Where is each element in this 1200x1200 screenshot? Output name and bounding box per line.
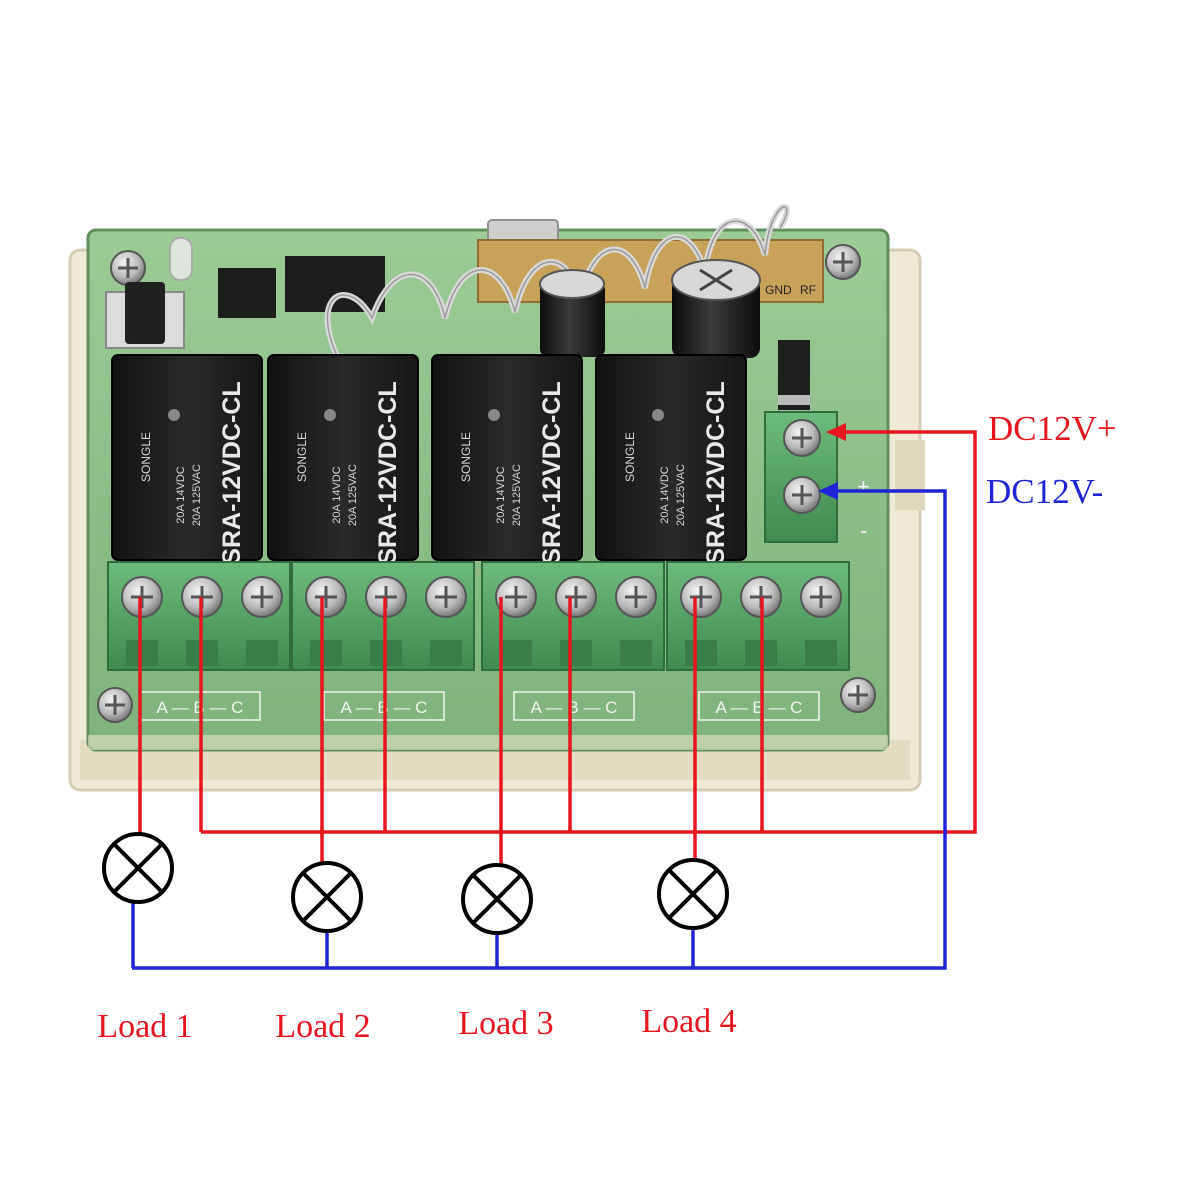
rf-rf-label: RF (800, 283, 816, 297)
terminal-abc-label: A — B — C (716, 698, 803, 717)
lamp-1 (102, 832, 174, 904)
negative-arrow-head (818, 482, 838, 500)
lamp-4 (657, 858, 729, 930)
capacitor-right (671, 259, 761, 358)
terminal-screw (121, 576, 163, 666)
relay-rating-dc: 20A 14VDC (659, 466, 671, 524)
ic-chip-large (285, 256, 385, 312)
negative-return-wire (132, 489, 947, 970)
rf-gnd-label: GND (765, 283, 792, 297)
mounting-screw-top-right (825, 244, 861, 280)
terminal-screw (241, 576, 283, 666)
relay-2: SRA-12VDC-CL SONGLE 20A 14VDC 20A 125VAC (267, 354, 419, 565)
mounting-screw-bottom-left (97, 687, 133, 723)
led-indicator (169, 237, 193, 281)
relay-brand-label: SONGLE (295, 432, 309, 482)
relay-model-label: SRA-12VDC-CL (218, 381, 246, 564)
terminal-screw (800, 576, 842, 666)
terminal-screw (555, 576, 597, 666)
mounting-screw-bottom-right (840, 677, 876, 713)
power-screw-negative (783, 476, 821, 514)
loads: Load 1 Load 2 Load 3 Load 4 (97, 832, 737, 1045)
load-label-4: Load 4 (641, 1003, 736, 1040)
relay-3: SRA-12VDC-CL SONGLE 20A 14VDC 20A 125VAC (431, 354, 583, 565)
relay-model-label: SRA-12VDC-CL (538, 381, 566, 564)
terminal-screw (425, 576, 467, 666)
relay-rating-ac: 20A 125VAC (347, 464, 359, 526)
power-terminal-block: + - (764, 411, 870, 543)
power-minus-mark: - (860, 518, 867, 543)
relay-rating-ac: 20A 125VAC (675, 464, 687, 526)
relay-brand-label: SONGLE (139, 432, 153, 482)
terminal-screw (305, 576, 347, 666)
terminal-group-3: A — B — C (481, 561, 665, 721)
relay-model-label: SRA-12VDC-CL (374, 381, 402, 564)
power-screw-positive (783, 419, 821, 457)
terminal-group-2: A — B — C (291, 561, 475, 721)
ic-chip-small (218, 268, 276, 318)
dc12v-positive-label: DC12V+ (988, 409, 1117, 448)
relay-rating-dc: 20A 14VDC (175, 466, 187, 524)
load-label-1: Load 1 (97, 1008, 192, 1045)
terminal-screw (615, 576, 657, 666)
load-label-3: Load 3 (458, 1005, 553, 1042)
relay-1: SRA-12VDC-CL SONGLE 20A 14VDC 20A 125VAC (111, 354, 263, 565)
relay-rating-ac: 20A 125VAC (191, 464, 203, 526)
diode (778, 340, 810, 410)
relay-model-label: SRA-12VDC-CL (702, 381, 730, 564)
terminal-screw (495, 576, 537, 666)
relay-4: SRA-12VDC-CL SONGLE 20A 14VDC 20A 125VAC (595, 354, 747, 565)
power-plus-mark: + (857, 474, 870, 499)
positive-supply-wire (201, 430, 977, 834)
relay-brand-label: SONGLE (623, 432, 637, 482)
relay-rating-dc: 20A 14VDC (495, 466, 507, 524)
relay-rating-dc: 20A 14VDC (331, 466, 343, 524)
relay-brand-label: SONGLE (459, 432, 473, 482)
mounting-screw-top-left (110, 250, 146, 286)
lamp-3 (461, 863, 533, 935)
positive-arrow-head (826, 423, 846, 441)
learn-push-button (105, 282, 185, 349)
capacitor-left (539, 269, 605, 357)
load-label-2: Load 2 (275, 1008, 370, 1045)
wiring (131, 423, 977, 970)
terminal-abc-label: A — B — C (531, 698, 618, 717)
dc12v-negative-label: DC12V- (986, 472, 1103, 511)
relay-rating-ac: 20A 125VAC (511, 464, 523, 526)
terminal-group-4: A — B — C (666, 561, 850, 721)
lamp-2 (291, 861, 363, 933)
